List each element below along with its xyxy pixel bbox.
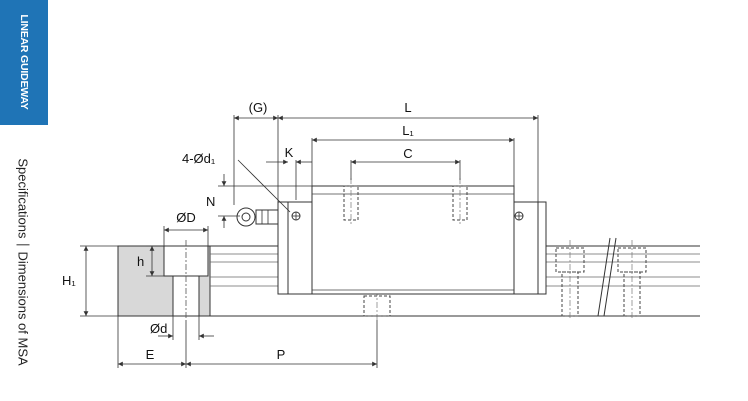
grease-nipple [236,207,279,227]
dim-label-g: (G) [249,100,268,115]
block-tapped-hole [343,178,359,226]
dim-label-k: K [285,145,294,160]
dim-label-d: Ød [150,321,167,336]
dim-label-e: E [146,347,155,362]
dim-label-p: P [277,347,286,362]
dim-label-l: L [404,100,411,115]
dim-label-l1: L₁ [402,123,414,138]
dim-label-c: C [403,146,412,161]
dim-label-holes: 4-Ød₁ [182,151,216,166]
dimension-lines [80,115,539,368]
rail-bolt-hole [555,240,585,320]
rail-bolt-hole [363,290,391,320]
category-tab: LINEAR GUIDEWAY [0,0,48,125]
dim-label-n: N [206,194,215,209]
carriage-block [236,178,547,295]
block-tapped-hole [452,178,468,226]
dim-label-h1: H₁ [62,273,76,288]
rail-bolt-hole [617,240,647,320]
dim-label-h: h [137,254,144,269]
rail-cross-section [117,240,211,320]
dim-label-od: ØD [176,210,196,225]
